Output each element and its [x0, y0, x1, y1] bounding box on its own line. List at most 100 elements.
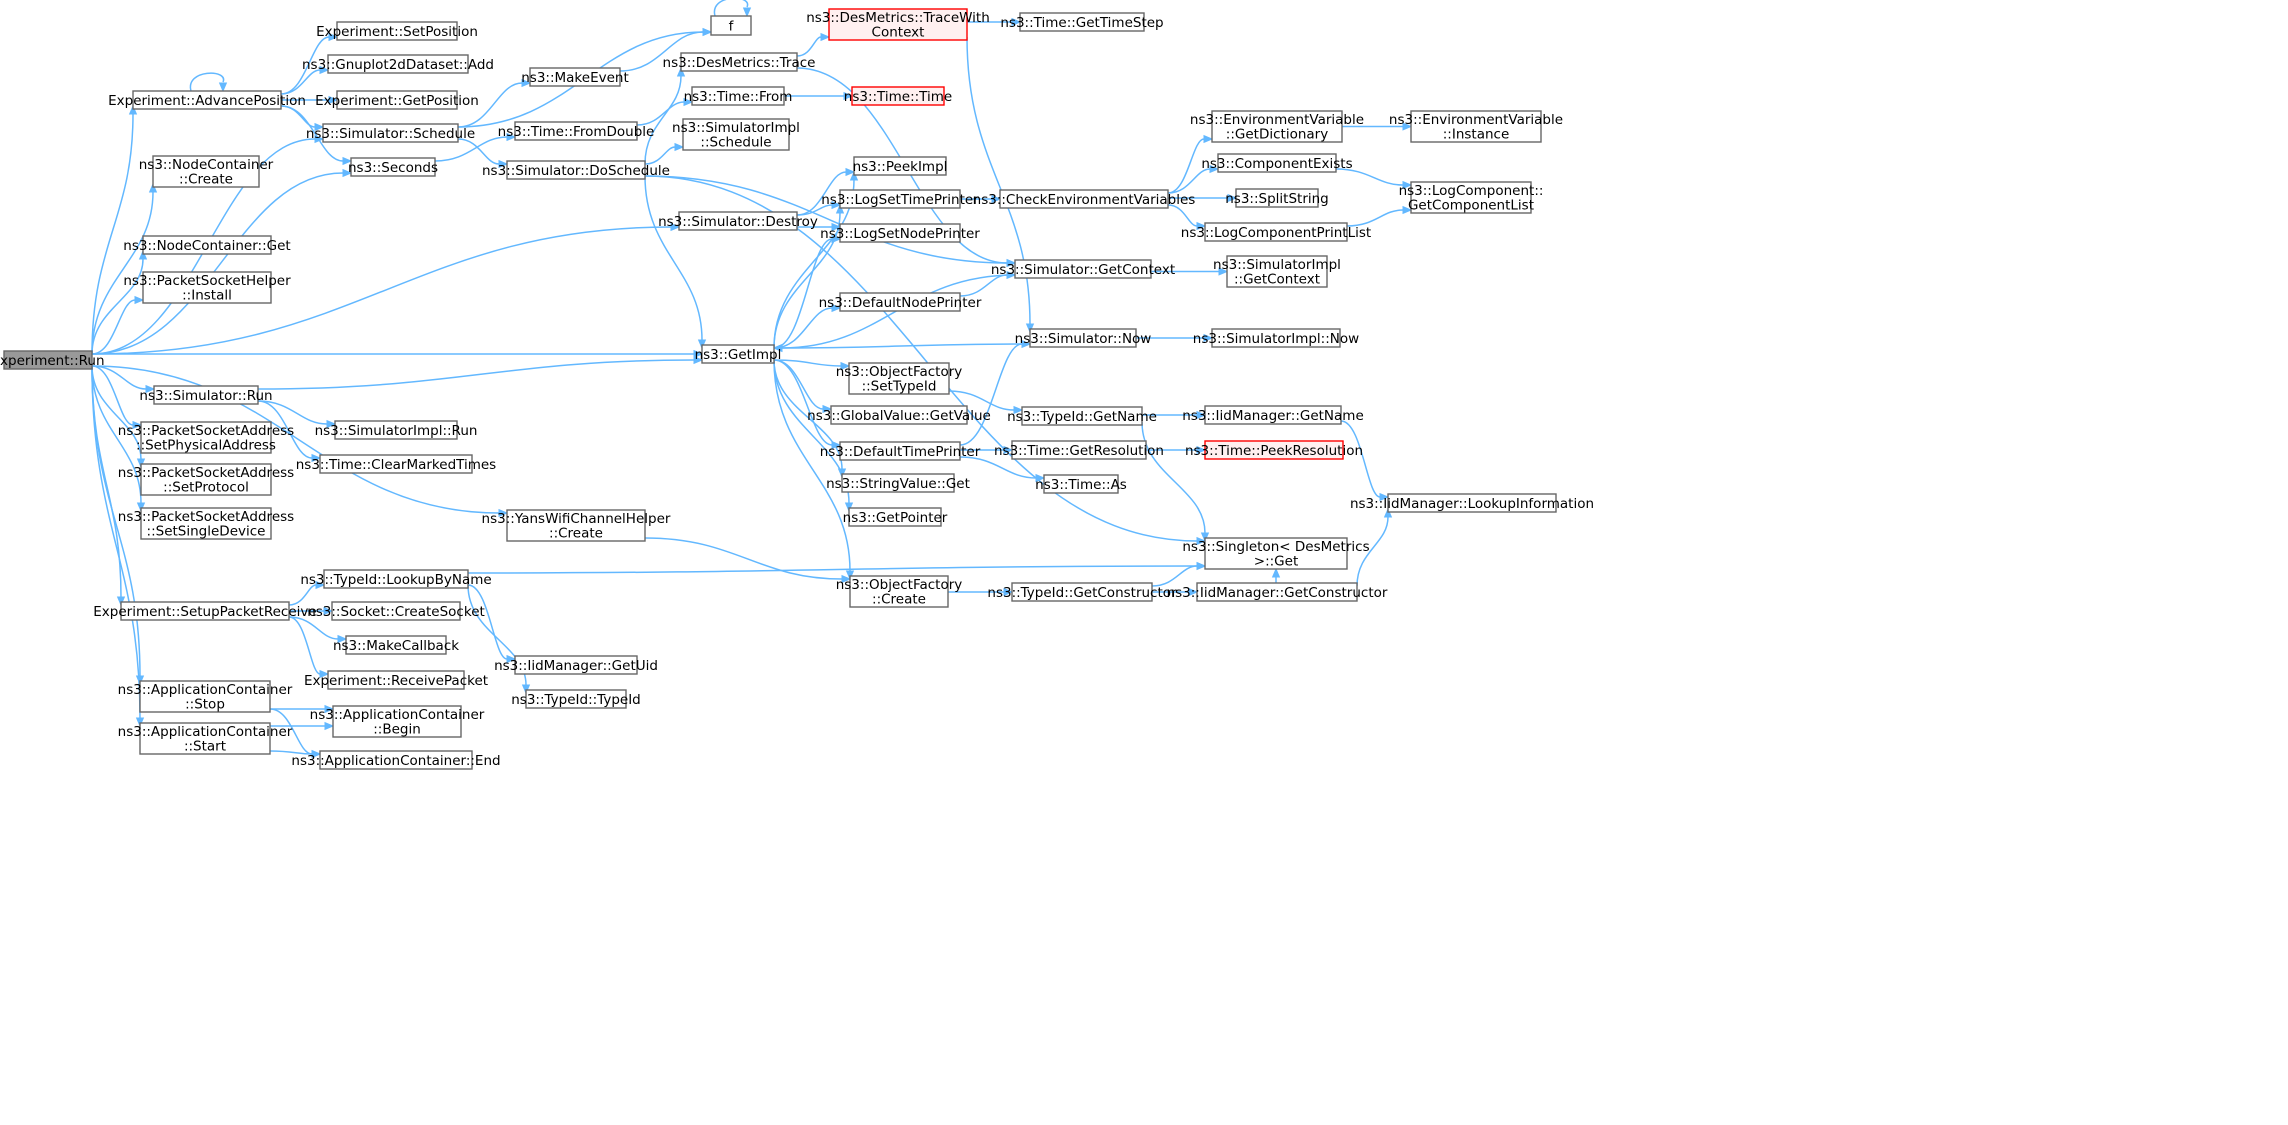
function-node-splitstring[interactable]: ns3::SplitString — [1225, 188, 1329, 208]
function-node-acstop[interactable]: ns3::ApplicationContainer::Stop — [118, 680, 293, 713]
function-node-timeas[interactable]: ns3::Time::As — [1035, 474, 1127, 494]
function-node-run[interactable]: Experiment::Run — [0, 350, 104, 370]
function-node-gnuplot[interactable]: ns3::Gnuplot2dDataset::Add — [302, 54, 494, 74]
function-node-simimplnow[interactable]: ns3::SimulatorImpl::Now — [1193, 328, 1359, 348]
function-node-simimplsched[interactable]: ns3::SimulatorImpl::Schedule — [672, 118, 800, 151]
function-node-ncget[interactable]: ns3::NodeContainer::Get — [123, 235, 291, 255]
function-node-simimplrun[interactable]: ns3::SimulatorImpl::Run — [315, 420, 478, 440]
node-label: ns3::ApplicationContainer — [310, 707, 485, 723]
function-node-getcomplist[interactable]: ns3::LogComponent::GetComponentList — [1399, 181, 1544, 214]
call-nodes: Experiment::Run Experiment::AdvancePositi… — [0, 8, 1594, 770]
node-box — [710, 15, 752, 36]
function-node-logsettime[interactable]: ns3::LogSetTimePrinter — [821, 189, 979, 209]
function-node-pshinstall[interactable]: ns3::PacketSocketHelper::Install — [123, 271, 291, 304]
function-node-logcompprint[interactable]: ns3::LogComponentPrintList — [1181, 222, 1371, 242]
function-node-psasetproto[interactable]: ns3::PacketSocketAddress::SetProtocol — [118, 463, 294, 496]
function-node-globalval[interactable]: ns3::GlobalValue::GetValue — [807, 405, 991, 425]
node-label: Experiment::SetPosition — [316, 24, 478, 40]
function-node-peekres[interactable]: ns3::Time::PeekResolution — [1185, 440, 1363, 460]
node-label: ns3::GetImpl — [695, 347, 782, 363]
function-node-destroy[interactable]: ns3::Simulator::Destroy — [658, 211, 818, 231]
function-node-timefrom[interactable]: ns3::Time::From — [684, 86, 793, 106]
function-node-iidgetname[interactable]: ns3::IidManager::GetName — [1182, 405, 1364, 425]
function-node-acbegin[interactable]: ns3::ApplicationContainer::Begin — [310, 705, 485, 738]
node-box — [140, 421, 272, 454]
node-label: Experiment::SetupPacketReceive — [93, 604, 316, 620]
function-node-singleton[interactable]: ns3::Singleton< DesMetrics >::Get — [1182, 537, 1370, 570]
node-label: ns3::Time::ClearMarkedTimes — [296, 457, 496, 473]
function-node-simrun[interactable]: ns3::Simulator::Run — [139, 385, 273, 405]
node-box — [1204, 222, 1348, 242]
function-node-recvpacket[interactable]: Experiment::ReceivePacket — [304, 670, 488, 690]
node-label: ns3::Time::GetResolution — [994, 443, 1164, 459]
call-edge — [773, 359, 855, 581]
function-node-timegetres[interactable]: ns3::Time::GetResolution — [994, 440, 1164, 460]
call-edge — [91, 365, 126, 607]
function-node-yanscreate[interactable]: ns3::YansWifiChannelHelper::Create — [482, 509, 671, 542]
call-edge — [91, 349, 704, 359]
function-node-fromdouble[interactable]: ns3::Time::FromDouble — [498, 121, 655, 141]
function-node-gettimestep[interactable]: ns3::Time::GetTimeStep — [1000, 12, 1164, 32]
node-box — [1204, 405, 1342, 425]
function-node-simimplgetctx[interactable]: ns3::SimulatorImpl::GetContext — [1213, 255, 1341, 288]
function-node-typeidtypeid[interactable]: ns3::TypeId::TypeId — [511, 689, 641, 709]
node-box — [999, 189, 1169, 209]
function-node-seconds[interactable]: ns3::Seconds — [348, 157, 438, 177]
function-node-acstart[interactable]: ns3::ApplicationContainer::Start — [118, 722, 293, 755]
function-node-advpos[interactable]: Experiment::AdvancePosition — [108, 90, 306, 110]
function-node-simgetctx[interactable]: ns3::Simulator::GetContext — [991, 259, 1175, 279]
function-node-nccreate[interactable]: ns3::NodeContainer::Create — [139, 155, 274, 188]
function-node-deftimeprinter[interactable]: ns3::DefaultTimePrinter — [820, 441, 981, 461]
node-box — [1021, 406, 1143, 426]
function-node-createsocket[interactable]: ns3::Socket::CreateSocket — [307, 601, 485, 621]
function-node-schedule[interactable]: ns3::Simulator::Schedule — [306, 123, 475, 143]
function-node-typeidgetctor[interactable]: ns3::TypeId::GetConstructor — [987, 582, 1177, 602]
function-node-psasetsingle[interactable]: ns3::PacketSocketAddress::SetSingleDevic… — [118, 507, 294, 540]
function-node-psasetphys[interactable]: ns3::PacketSocketAddress::SetPhysicalAdd… — [118, 421, 294, 454]
function-node-getpointer[interactable]: ns3::GetPointer — [843, 507, 948, 527]
function-node-desmtrace[interactable]: ns3::DesMetrics::Trace — [663, 52, 816, 72]
function-node-doschedule[interactable]: ns3::Simulator::DoSchedule — [482, 160, 670, 180]
function-node-compexists[interactable]: ns3::ComponentExists — [1201, 153, 1353, 173]
function-node-timetime[interactable]: ns3::Time::Time — [844, 86, 952, 106]
node-box — [848, 362, 950, 395]
function-node-clearmarked[interactable]: ns3::Time::ClearMarkedTimes — [296, 454, 496, 474]
function-node-stringvalget[interactable]: ns3::StringValue::Get — [826, 473, 970, 493]
node-box — [152, 155, 260, 188]
function-node-getimpl[interactable]: ns3::GetImpl — [695, 344, 782, 364]
function-node-ofsettypeid[interactable]: ns3::ObjectFactory::SetTypeId — [836, 362, 963, 395]
node-box — [140, 463, 272, 496]
function-node-setpos[interactable]: Experiment::SetPosition — [316, 21, 478, 41]
function-node-typeidgetname[interactable]: ns3::TypeId::GetName — [1007, 406, 1157, 426]
node-label: ns3::TypeId::GetName — [1007, 409, 1157, 425]
function-node-logsetnode[interactable]: ns3::LogSetNodePrinter — [820, 223, 980, 243]
function-node-lookupbyname[interactable]: ns3::TypeId::LookupByName — [300, 569, 492, 589]
function-node-peekimpl[interactable]: ns3::PeekImpl — [853, 156, 948, 176]
function-node-f[interactable]: f — [710, 15, 752, 36]
function-node-iidgetctor[interactable]: ns3::IidManager::GetConstructor — [1167, 582, 1388, 602]
node-label: ::Begin — [373, 722, 421, 738]
function-node-makecallback[interactable]: ns3::MakeCallback — [333, 635, 459, 655]
function-node-iidgetuid[interactable]: ns3::IidManager::GetUid — [494, 655, 658, 675]
node-label: GetComponentList — [1408, 198, 1534, 214]
function-node-setuprecv[interactable]: Experiment::SetupPacketReceive — [93, 601, 317, 621]
node-box — [682, 118, 790, 151]
function-node-ofcreate[interactable]: ns3::ObjectFactory::Create — [836, 575, 963, 608]
call-edge — [434, 132, 517, 162]
function-node-defnodeprinter[interactable]: ns3::DefaultNodePrinter — [819, 292, 982, 312]
node-label: ns3::Time::FromDouble — [498, 124, 655, 140]
function-node-getpos[interactable]: Experiment::GetPosition — [315, 90, 479, 110]
function-node-envinstance[interactable]: ns3::EnvironmentVariable::Instance — [1389, 110, 1563, 143]
function-node-makeevent[interactable]: ns3::MakeEvent — [521, 67, 629, 87]
call-edge — [796, 200, 842, 216]
node-box — [701, 344, 775, 364]
call-edge — [91, 365, 146, 469]
call-edge — [280, 105, 353, 166]
function-node-simnow[interactable]: ns3::Simulator::Now — [1015, 328, 1152, 348]
function-node-envgetdict[interactable]: ns3::EnvironmentVariable::GetDictionary — [1190, 110, 1364, 143]
function-node-lookupinfo[interactable]: ns3::IidManager::LookupInformation — [1350, 493, 1594, 513]
function-node-checkenv[interactable]: ns3::CheckEnvironmentVariables — [973, 189, 1196, 209]
call-edge — [1150, 267, 1229, 276]
function-node-acend[interactable]: ns3::ApplicationContainer::End — [291, 750, 501, 770]
